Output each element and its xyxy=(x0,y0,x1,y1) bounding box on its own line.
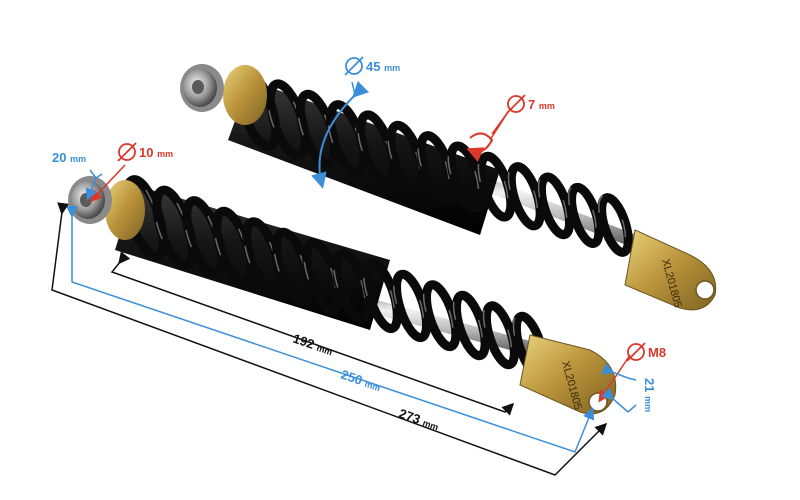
top-eye-mount xyxy=(180,64,267,125)
spring-wire-pointer xyxy=(489,111,509,141)
spring-wire-rotation-arrow xyxy=(466,132,494,163)
svg-text:M8: M8 xyxy=(648,345,666,360)
eye-bore-leader xyxy=(89,164,126,203)
diameter-icon xyxy=(506,94,526,114)
spring-coil-highlight xyxy=(598,194,627,251)
diameter-icon xyxy=(117,142,137,162)
svg-text:21 mm: 21 mm xyxy=(642,378,657,412)
diameter-icon xyxy=(626,342,646,362)
eye-bore-label: 10 mm xyxy=(117,142,173,162)
svg-text:192 mm: 192 mm xyxy=(291,331,335,359)
bracket-width-tick xyxy=(627,377,637,381)
spring-wire-label: 7 mm xyxy=(506,94,555,114)
svg-text:250 mm: 250 mm xyxy=(339,367,383,395)
spring-coil-highlight xyxy=(447,143,480,207)
svg-text:10 mm: 10 mm xyxy=(139,145,173,160)
bracket-width-label: 21 mm xyxy=(642,378,657,412)
spring-coil-highlight xyxy=(507,163,539,225)
overall-length-label: 273 mm xyxy=(397,406,441,434)
overall-length-line xyxy=(51,202,608,476)
center-length-label: 250 mm xyxy=(339,367,383,395)
eye-width-leader xyxy=(85,177,97,201)
spring-diameter-leader xyxy=(351,81,356,96)
spring-coil-highlight xyxy=(387,122,421,190)
spring-diameter-label: 45 mm xyxy=(344,56,400,76)
bracket-width-bottom xyxy=(601,387,629,413)
bottom-bracket-mount: XL201805 xyxy=(624,229,717,311)
bolt-thread-label: M8 xyxy=(626,342,666,362)
bracket-width-top xyxy=(601,363,629,379)
svg-text:273 mm: 273 mm xyxy=(397,406,441,434)
spring-coil-highlight xyxy=(417,132,450,198)
bottom-bracket-mount: XL201805 xyxy=(519,334,617,415)
svg-text:20 mm: 20 mm xyxy=(52,150,86,165)
spring-diameter-arc xyxy=(311,80,370,189)
spring-coil-highlight xyxy=(537,174,568,234)
eye-width-label: 20 mm xyxy=(52,150,86,165)
bracket-width-tick xyxy=(627,404,637,413)
spring-length-label: 192 mm xyxy=(291,331,335,359)
spring-coil xyxy=(597,193,633,257)
svg-text:45 mm: 45 mm xyxy=(366,59,400,74)
diameter-icon xyxy=(344,56,364,76)
svg-text:7 mm: 7 mm xyxy=(528,97,555,112)
